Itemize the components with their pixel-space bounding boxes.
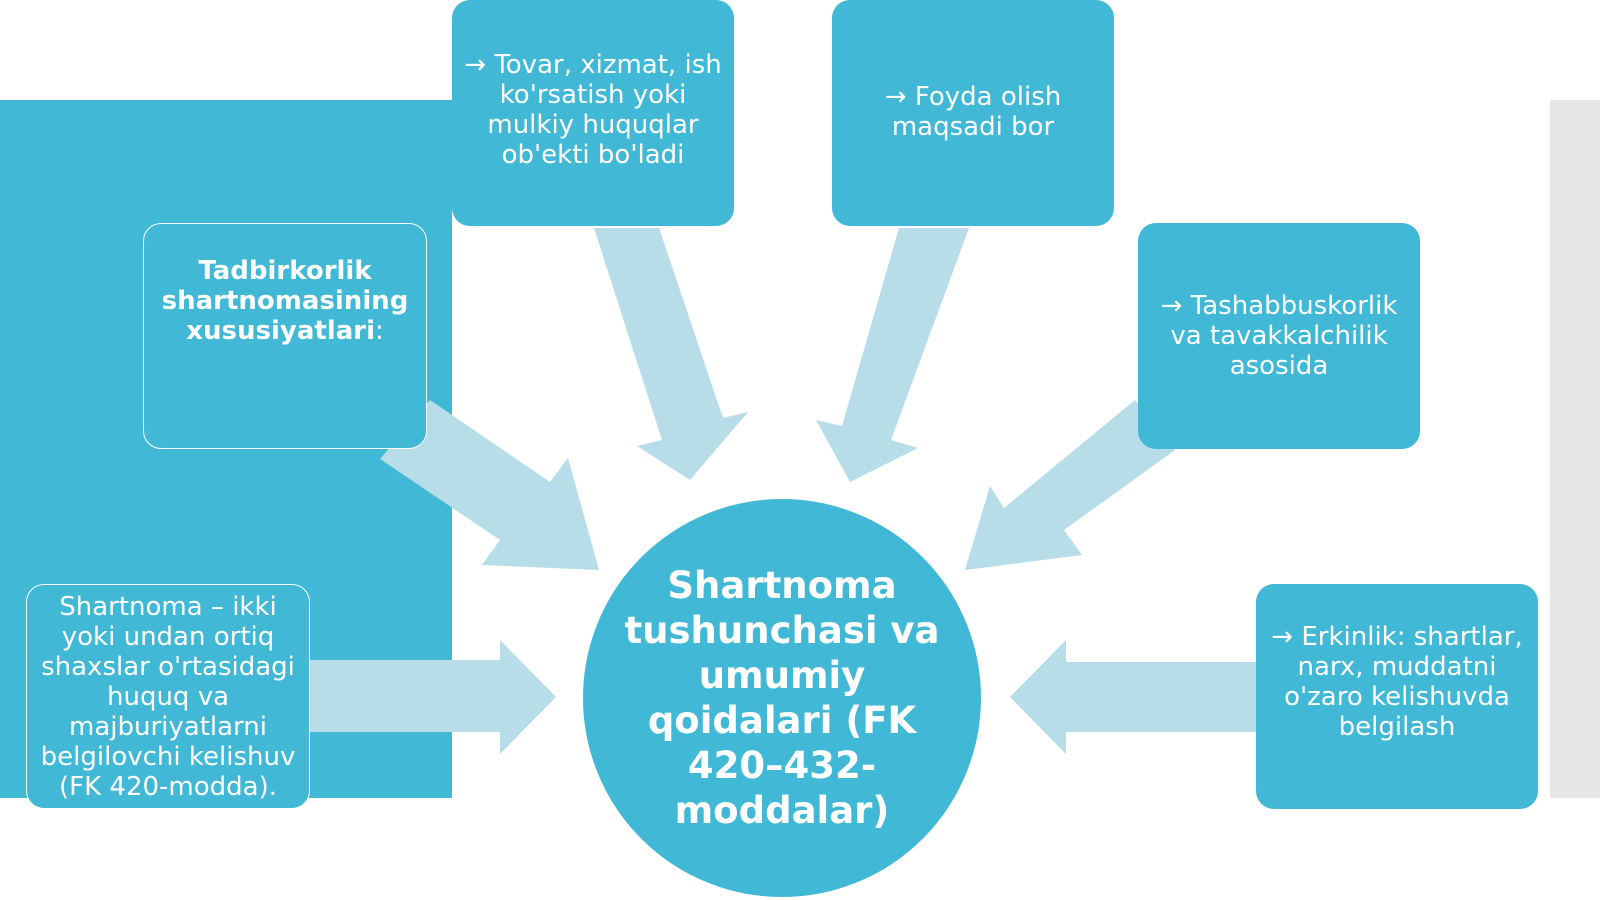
right-background-panel: [1550, 100, 1600, 798]
object-text: → Tovar, xizmat, ish ko'rsatish yoki mul…: [464, 50, 722, 170]
initiative-text: → Tashabbuskorlik va tavakkalchilik asos…: [1160, 291, 1398, 381]
arrow-from-definition: [310, 640, 556, 754]
arrow-from-initiative: [965, 400, 1175, 570]
center-topic-circle: Shartnoma tushunchasi va umumiy qoidalar…: [580, 496, 984, 900]
arrow-from-freedom: [1010, 640, 1258, 754]
features-text-wrap: Tadbirkorlik shartnomasining xususiyatla…: [156, 256, 414, 346]
arrow-from-profit: [816, 228, 969, 482]
definition-box: Shartnoma – ikki yoki undan ortiq shaxsl…: [26, 584, 310, 809]
arrow-from-features: [380, 400, 599, 570]
features-colon: :: [375, 316, 384, 346]
object-box: → Tovar, xizmat, ish ko'rsatish yoki mul…: [452, 0, 734, 226]
features-title: Tadbirkorlik shartnomasining xususiyatla…: [161, 256, 409, 346]
features-box: Tadbirkorlik shartnomasining xususiyatla…: [143, 223, 427, 449]
definition-text: Shartnoma – ikki yoki undan ortiq shaxsl…: [40, 591, 296, 802]
profit-box: → Foyda olish maqsadi bor: [832, 0, 1114, 226]
initiative-box: → Tashabbuskorlik va tavakkalchilik asos…: [1138, 223, 1420, 449]
arrow-from-object: [594, 228, 748, 480]
freedom-box: → Erkinlik: shartlar, narx, muddatni o'z…: [1256, 584, 1538, 809]
center-title: Shartnoma tushunchasi va umumiy qoidalar…: [624, 564, 940, 832]
profit-text: → Foyda olish maqsadi bor: [884, 82, 1062, 142]
freedom-text: → Erkinlik: shartlar, narx, muddatni o'z…: [1271, 621, 1523, 742]
